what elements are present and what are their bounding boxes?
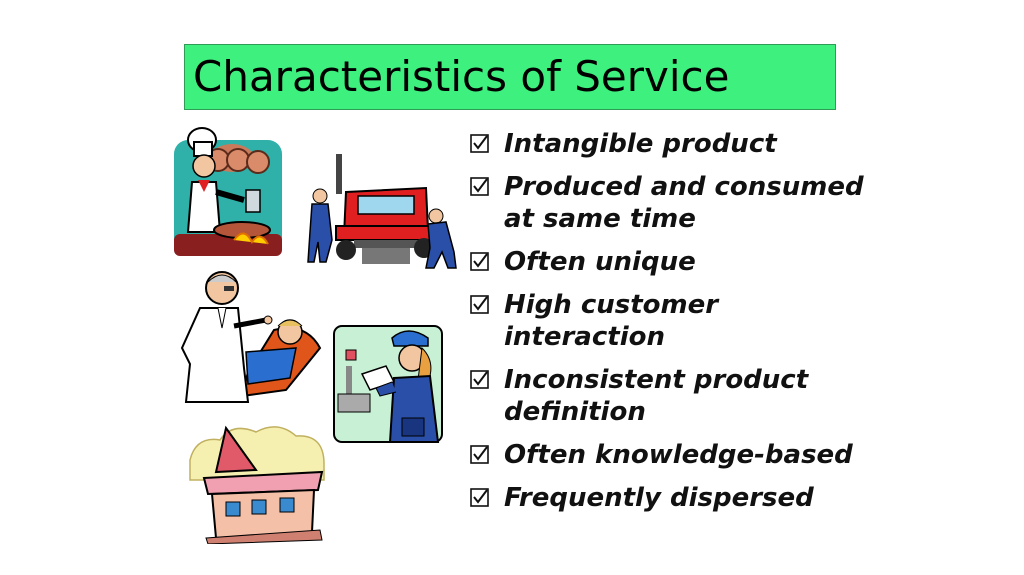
chef-clipart [174,127,282,256]
house-clipart [189,425,325,544]
bullet-text: Frequently dispersed [504,483,814,513]
checkbox-checked-icon [470,488,489,507]
slide-title: Characteristics of Service [193,52,730,101]
checkbox-checked-icon [470,370,489,389]
list-item: Often knowledge-based [468,439,868,471]
title-banner: Characteristics of Service [184,44,836,110]
bullet-text: Intangible product [504,129,777,159]
bullet-text: Inconsistent product definition [504,365,809,427]
bullet-text: High customer interaction [504,290,719,352]
bullet-text: Often knowledge-based [504,440,853,470]
list-item: Frequently dispersed [468,482,868,514]
postal-worker-clipart [333,325,443,443]
dentist-clipart [180,271,322,403]
bullet-text: Often unique [504,247,696,277]
checkbox-checked-icon [470,295,489,314]
list-item: Produced and consumed at same time [468,171,868,235]
checkbox-checked-icon [470,177,489,196]
list-item: High customer interaction [468,289,868,353]
bullet-list: Intangible product Produced and consumed… [468,128,868,525]
list-item: Inconsistent product definition [468,364,868,428]
checkbox-checked-icon [470,134,489,153]
checkbox-checked-icon [470,252,489,271]
checkbox-checked-icon [470,445,489,464]
list-item: Often unique [468,246,868,278]
mechanic-truck-clipart [307,154,457,269]
bullet-text: Produced and consumed at same time [504,172,864,234]
list-item: Intangible product [468,128,868,160]
